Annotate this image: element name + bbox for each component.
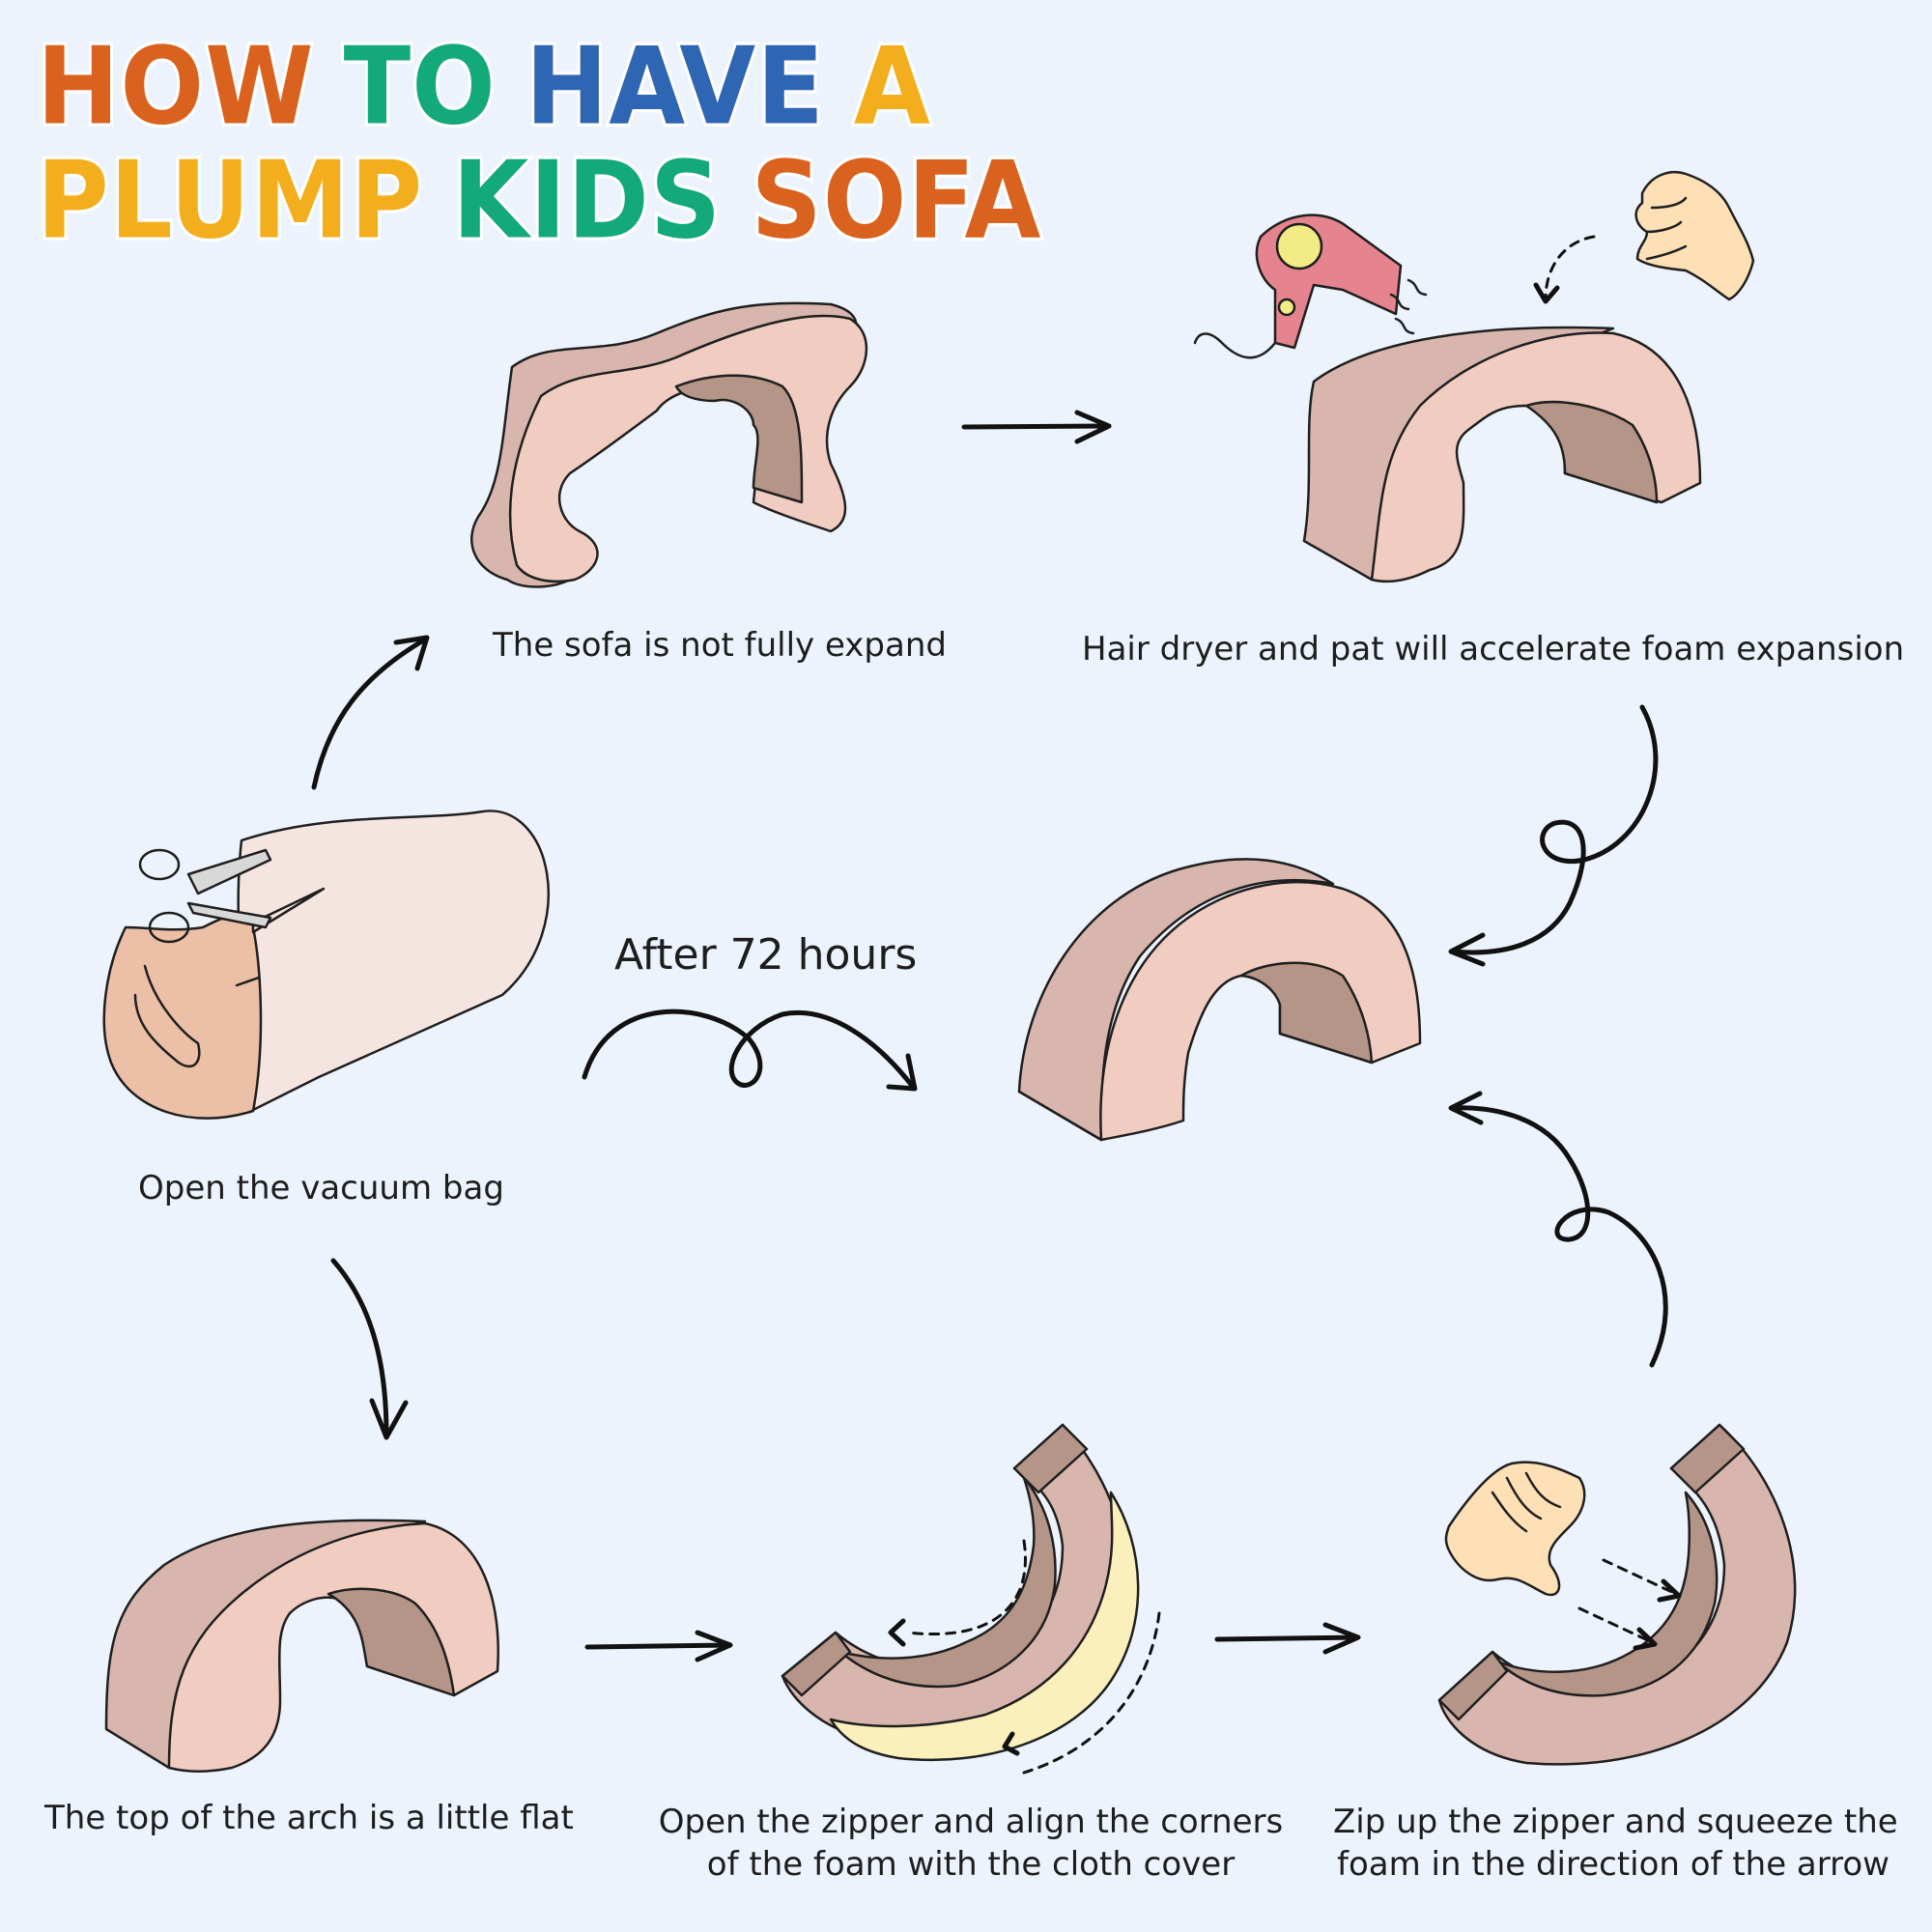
caption-open-bag: Open the vacuum bag — [138, 1169, 504, 1208]
hair-dryer-icon — [1193, 213, 1428, 359]
title-word: KIDS — [449, 139, 724, 264]
arrow-icon — [330, 1258, 409, 1440]
caption-arch-flat: The top of the arch is a little flat — [44, 1799, 574, 1837]
title-word: SOFA — [748, 139, 1043, 264]
caption-not-expanded: The sofa is not fully expand — [493, 626, 947, 665]
caption-open-zipper-line-1: Open the zipper and align the corners — [658, 1803, 1284, 1841]
hand-icon — [1444, 1461, 1682, 1651]
caption-open-zipper: Open the zipper and align the corners of… — [642, 1803, 1299, 1884]
final-sofa-illustration — [1017, 858, 1422, 1142]
caption-after-72-hours: After 72 hours — [614, 930, 918, 980]
unexpanded-sofa-illustration — [470, 301, 868, 588]
arrow-icon — [1214, 1622, 1361, 1655]
title-word: HOW — [34, 25, 317, 150]
open-zipper-sofa-illustration — [781, 1423, 1161, 1775]
flat-arch-sofa-illustration — [104, 1519, 499, 1773]
arrow-icon — [1448, 704, 1659, 967]
arrow-icon — [584, 1630, 733, 1662]
caption-zip-up: Zip up the zipper and squeeze the foam i… — [1333, 1803, 1898, 1884]
title-word: PLUMP — [34, 139, 425, 264]
arrow-icon — [311, 635, 430, 790]
arrow-icon — [961, 410, 1112, 444]
scissors-icon — [138, 848, 272, 944]
title-word: A — [851, 25, 933, 150]
arrow-icon — [582, 1009, 918, 1092]
title-word: TO — [341, 25, 498, 150]
caption-zip-up-line-2: foam in the direction of the arrow — [1337, 1845, 1889, 1884]
caption-zip-up-line-1: Zip up the zipper and squeeze the — [1333, 1803, 1898, 1841]
arrow-icon — [1448, 1091, 1668, 1368]
hand-icon — [1533, 170, 1755, 304]
caption-hair-dryer: Hair dryer and pat will accelerate foam … — [1082, 630, 1905, 668]
title-word: HAVE — [523, 25, 827, 150]
vacuum-bag-illustration — [102, 810, 550, 1120]
expanding-sofa-illustration — [1302, 326, 1702, 583]
caption-open-zipper-line-2: of the foam with the cloth cover — [706, 1845, 1236, 1884]
zipped-sofa-illustration — [1437, 1423, 1797, 1766]
